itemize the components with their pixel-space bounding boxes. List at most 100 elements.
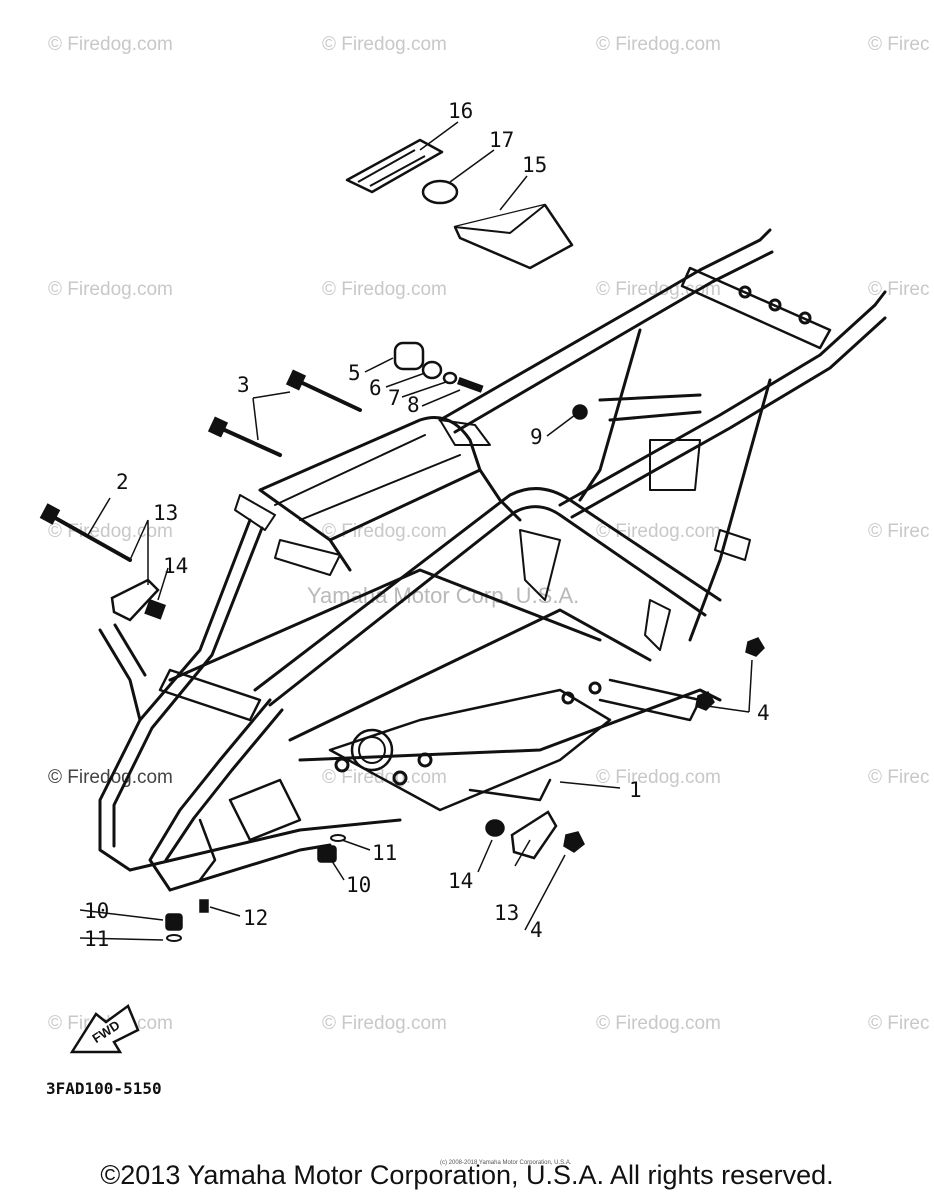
frame-front-down-tube-left-inner [112,526,264,848]
frame-rear-upright-3 [758,228,887,307]
watermark: © Firec [868,767,930,788]
callout-17: 17 [489,128,514,152]
ring-11-left [166,934,182,942]
frame-cross-tube [598,393,702,422]
watermark: © Firedog.com [596,34,721,55]
bolt-12 [199,899,209,913]
frame-footrest-bracket [598,678,702,722]
frame-engine-mount-right [198,818,217,882]
frame-lower-rail-center [288,608,652,742]
frame-rear-upright [578,328,642,502]
frame-front-top-tube [253,487,722,692]
callout-11: 11 [84,927,109,951]
frame-front-bracket [158,668,262,722]
part-code: 3FAD100-5150 [46,1079,162,1098]
frame-front-down-tube-left [98,518,252,872]
frame-side-rail [328,468,522,572]
bolt-8 [456,377,484,393]
watermark: © Firedog.com [322,34,447,55]
frame-gusset-3 [439,419,491,446]
callout-2: 2 [116,470,129,494]
bracket-13-right [510,810,558,860]
callout-5: 5 [348,361,361,385]
callout-9: 9 [530,425,543,449]
bracket-13-left [110,578,160,622]
watermark: © Firec [868,1013,930,1034]
washer-7 [442,371,458,385]
frame-rear-rail-left-inner [453,250,774,434]
frame-front-hook [98,628,142,722]
frame-rear-plate [519,529,561,601]
frame-gusset [234,494,276,531]
frame-lower-rail-left [168,568,602,682]
frame-front-hook-2 [113,623,147,677]
callout-4: 4 [757,701,770,725]
frame-front-down-tube-right-inner [164,708,284,862]
watermark: © Firedog.com [322,521,447,542]
collar-5 [393,341,425,371]
watermark: © Firedog.com [596,767,721,788]
callout-14: 14 [163,554,188,578]
watermark: © Firedog.com [48,279,173,300]
frame-engine-mount-left [228,778,302,842]
callout-6: 6 [369,376,382,400]
watermark: © Firedog.com [596,1013,721,1034]
frame-gusset-2 [274,539,341,576]
bolt-3-upper [294,378,362,412]
frame-front-top-tube-inner [268,505,707,707]
callout-12: 12 [243,906,268,930]
collar-14-left [144,599,166,620]
tool-kit-16 [345,138,444,194]
callout-1: 1 [629,778,642,802]
frame-upper-loop [258,416,482,542]
frame-upper-loop-inner [274,434,461,521]
bolt-2 [48,513,132,562]
cap-17 [421,179,459,205]
frame-footrest-bracket-2 [468,778,552,802]
callout-8: 8 [407,393,420,417]
frame-rear-plate-2 [644,599,671,651]
frame-rear-rail-left [438,238,762,422]
callout-10: 10 [346,873,371,897]
footer-copyright: ©2013 Yamaha Motor Corporation, U.S.A. A… [100,1160,834,1190]
frame-skid-plate [328,688,612,812]
callout-16: 16 [448,99,473,123]
callout-7: 7 [388,386,401,410]
frame-front-bottom-tube [128,818,402,872]
bushing-10-right [317,845,337,863]
callout-4: 4 [530,918,543,942]
nut-9 [572,404,588,420]
callout-14: 14 [448,869,473,893]
watermark: © Firec [868,521,930,542]
frame-rear-plate-3 [714,529,751,561]
watermark: © Firedog.com [322,279,447,300]
watermark: © Firedog.com [322,767,447,788]
watermark: © Firedog.com [48,34,173,55]
callout-11: 11 [372,841,397,865]
fwd-arrow-icon: FWD [69,1004,140,1054]
callout-13: 13 [153,501,178,525]
frame-front-down-tube-right [148,698,272,892]
collar-14-right [485,819,505,837]
bushing-10-left [165,913,183,931]
callout-10: 10 [84,899,109,923]
spacer-6 [421,360,443,380]
bolt-3-lower [216,425,282,457]
watermark: © Firedog.com [48,521,173,542]
frame-front-bottom-tube-2 [168,843,332,892]
frame-rear-rail-right-inner [570,316,887,519]
watermark: © Firedog.com [322,1013,447,1034]
frame-battery-box [649,439,701,491]
watermark: © Firec [868,34,930,55]
callout-3: 3 [237,373,250,397]
frame-rear-crossmember [680,266,832,350]
nut-4-bottom [563,831,585,853]
callout-15: 15 [522,153,547,177]
callout-13: 13 [494,901,519,925]
center-watermark: Yamaha Motor Corp. U.S.A. [307,583,580,608]
tiny-copyright: (c) 2008-2018 Yamaha Motor Corporation, … [440,1160,572,1166]
frame-rear-upright-2 [688,378,772,642]
nut-4-top [745,637,765,657]
ring-11-right [330,834,346,842]
